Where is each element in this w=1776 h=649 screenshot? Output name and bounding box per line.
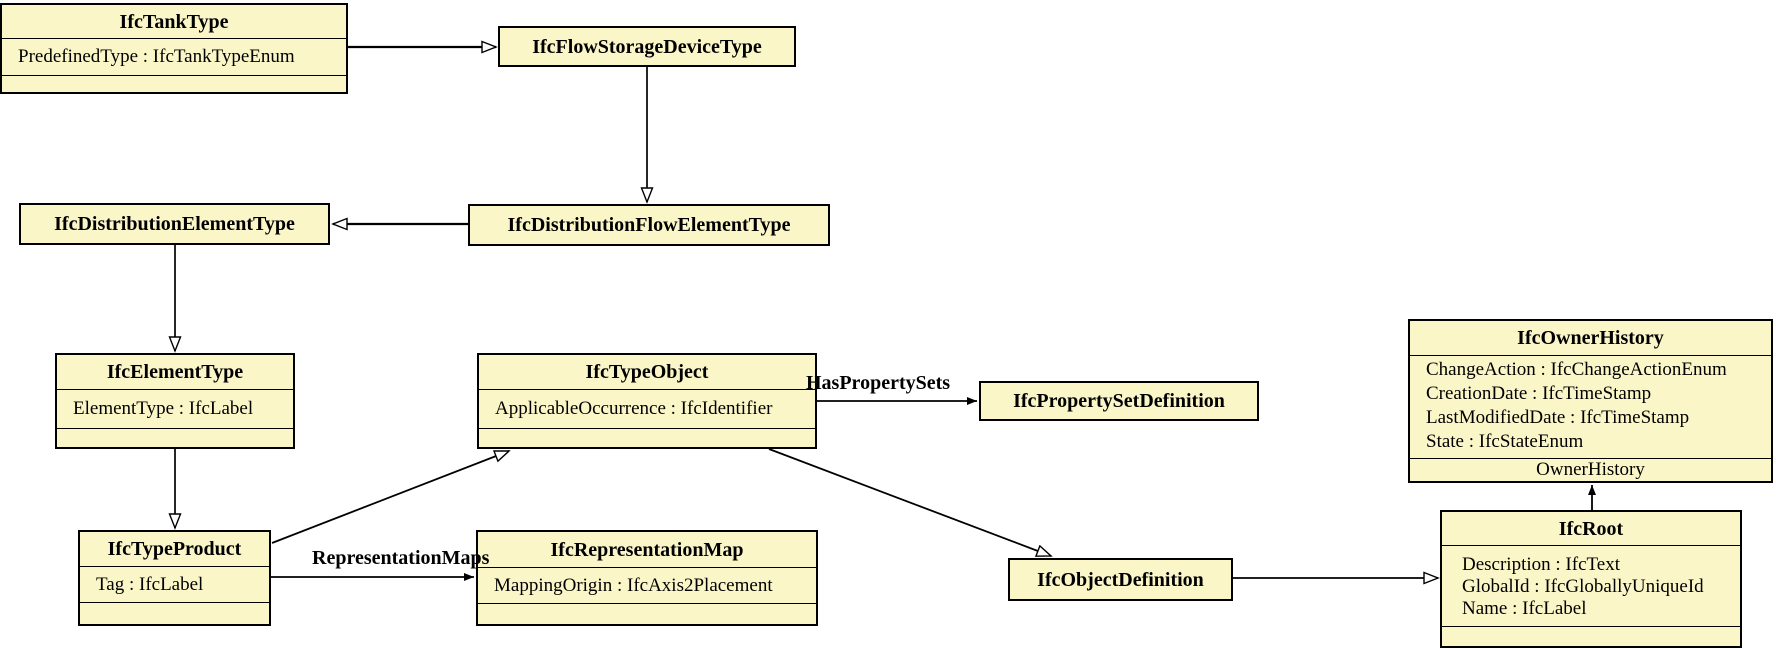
class-title: IfcRoot	[1442, 512, 1740, 546]
class-attributes: Tag : IfcLabel	[80, 567, 269, 603]
class-title: IfcTypeObject	[479, 355, 815, 390]
class-ifctypeproduct[interactable]: IfcTypeProduct Tag : IfcLabel	[78, 530, 271, 626]
class-operations-empty	[80, 603, 269, 624]
class-ifctanktype[interactable]: IfcTankType PredefinedType : IfcTankType…	[0, 3, 348, 94]
attribute: State : IfcStateEnum	[1426, 431, 1584, 452]
attribute: MappingOrigin : IfcAxis2Placement	[494, 574, 773, 596]
class-attributes: PredefinedType : IfcTankTypeEnum	[2, 39, 346, 76]
class-ifcelementtype[interactable]: IfcElementType ElementType : IfcLabel	[55, 353, 295, 449]
association-label-haspropertysets: HasPropertySets	[806, 372, 951, 394]
attribute: CreationDate : IfcTimeStamp	[1426, 383, 1652, 404]
class-title: IfcTankType	[2, 5, 346, 39]
class-attributes: Description : IfcText GlobalId : IfcGlob…	[1442, 546, 1740, 627]
class-operations-empty	[57, 429, 293, 447]
class-attributes: ApplicableOccurrence : IfcIdentifier	[479, 390, 815, 429]
class-title: IfcDistributionElementType	[54, 213, 295, 235]
class-attributes: ChangeAction : IfcChangeActionEnum Creat…	[1410, 356, 1771, 459]
attribute: ApplicableOccurrence : IfcIdentifier	[495, 398, 773, 419]
class-operations-empty	[1442, 627, 1740, 646]
class-ifctypeobject[interactable]: IfcTypeObject ApplicableOccurrence : Ifc…	[477, 353, 817, 449]
class-title: IfcObjectDefinition	[1037, 568, 1204, 591]
class-title: IfcDistributionFlowElementType	[507, 214, 791, 236]
class-operations-empty	[478, 604, 816, 624]
class-ifcrepresentationmap[interactable]: IfcRepresentationMap MappingOrigin : Ifc…	[476, 530, 818, 626]
association-label-representationmaps: RepresentationMaps	[312, 547, 490, 569]
class-operations-empty	[479, 429, 815, 447]
class-title: IfcElementType	[57, 355, 293, 390]
owner-history-role-label: OwnerHistory	[1536, 459, 1645, 480]
attribute: ElementType : IfcLabel	[73, 398, 254, 419]
attribute: ChangeAction : IfcChangeActionEnum	[1426, 359, 1727, 380]
class-attributes: MappingOrigin : IfcAxis2Placement	[478, 568, 816, 604]
class-operations-empty	[2, 76, 346, 92]
attribute: Description : IfcText	[1462, 554, 1621, 575]
attribute: Tag : IfcLabel	[96, 573, 204, 595]
class-title: IfcFlowStorageDeviceType	[532, 35, 762, 58]
class-ifcownerhistory[interactable]: IfcOwnerHistory ChangeAction : IfcChange…	[1408, 319, 1773, 483]
class-title: IfcRepresentationMap	[478, 532, 816, 568]
attribute: PredefinedType : IfcTankTypeEnum	[18, 46, 295, 67]
class-title: IfcPropertySetDefinition	[1013, 390, 1225, 412]
class-ifcobjectdefinition[interactable]: IfcObjectDefinition	[1008, 558, 1233, 601]
class-ifcdistributionflowelementtype[interactable]: IfcDistributionFlowElementType	[468, 204, 830, 246]
attribute: LastModifiedDate : IfcTimeStamp	[1426, 407, 1690, 428]
class-ifcflowstoragedevicetype[interactable]: IfcFlowStorageDeviceType	[498, 26, 796, 67]
class-ifcdistributionelementtype[interactable]: IfcDistributionElementType	[19, 203, 330, 245]
class-ifcpropertysetdefinition[interactable]: IfcPropertySetDefinition	[979, 381, 1259, 421]
attribute: GlobalId : IfcGloballyUniqueId	[1462, 576, 1704, 597]
class-title: IfcTypeProduct	[80, 532, 269, 567]
attribute: Name : IfcLabel	[1462, 598, 1587, 619]
generalization-typeproduct-to-typeobject	[271, 450, 509, 544]
class-attributes: ElementType : IfcLabel	[57, 390, 293, 429]
class-ifcroot[interactable]: IfcRoot Description : IfcText GlobalId :…	[1440, 510, 1742, 648]
class-title: IfcOwnerHistory	[1410, 321, 1771, 356]
